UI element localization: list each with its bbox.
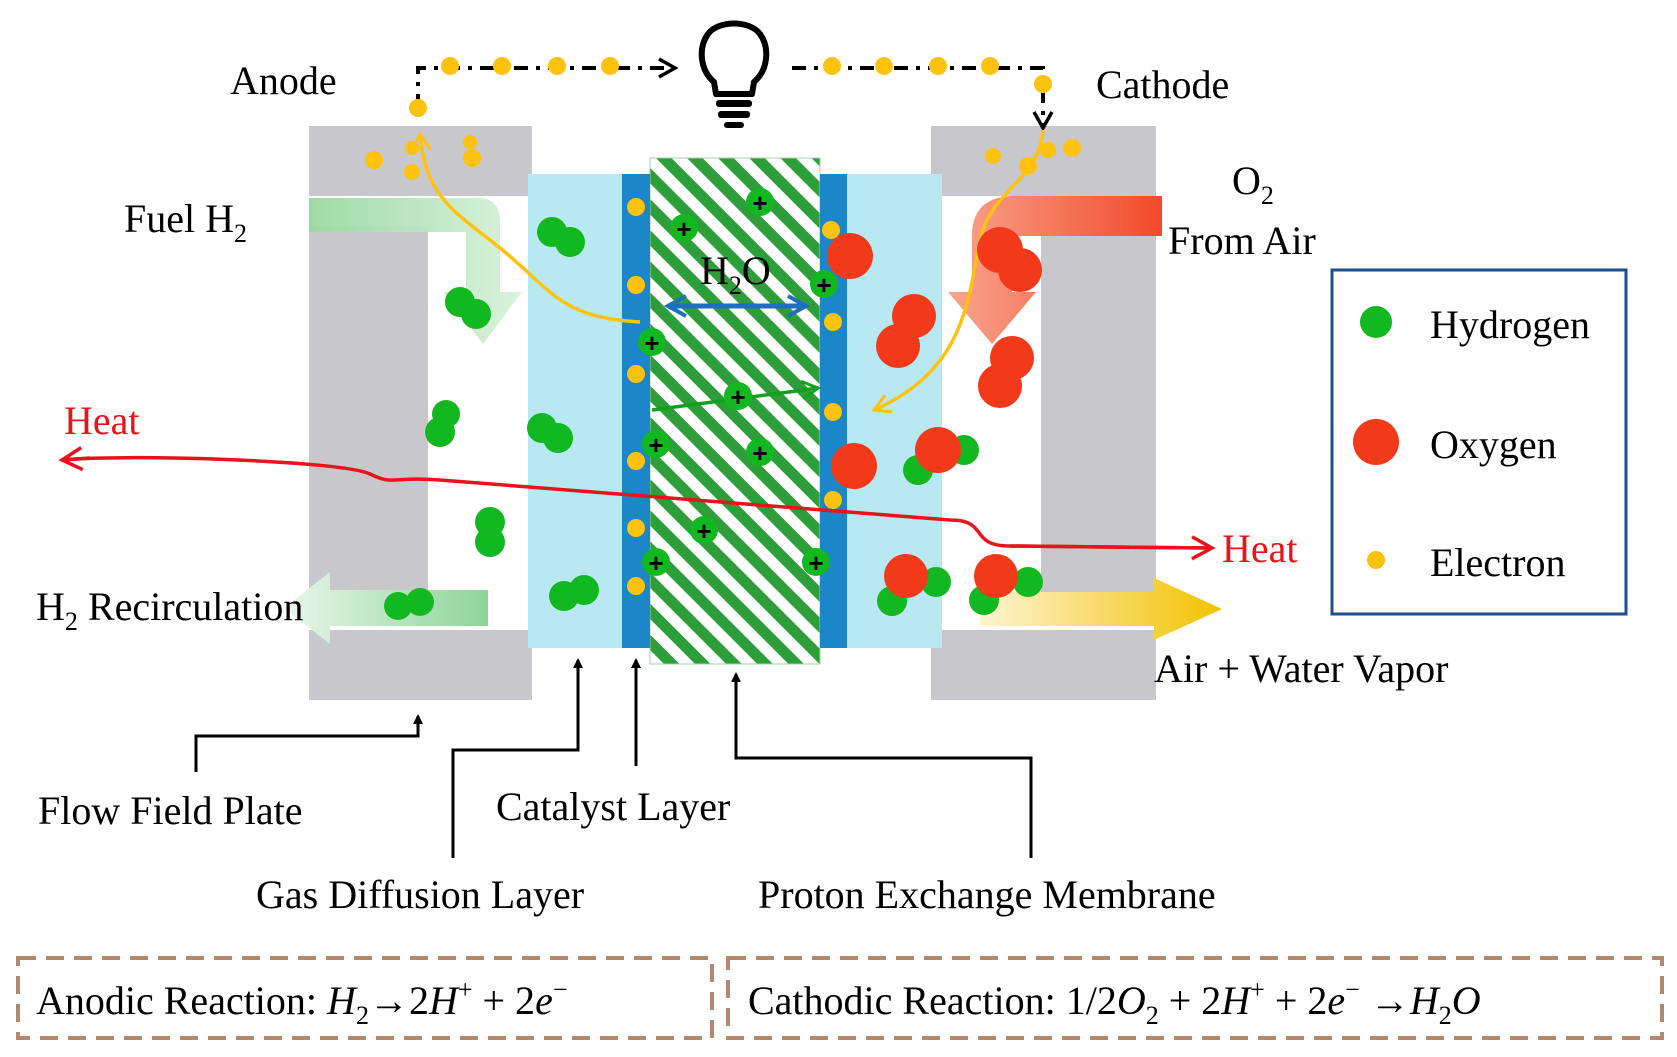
proton-sign: +	[752, 188, 767, 218]
legend-hydrogen: Hydrogen	[1430, 302, 1590, 347]
lightbulb-icon	[698, 20, 770, 128]
anode-label: Anode	[230, 58, 337, 103]
catalyst-layer-label: Catalyst Layer	[496, 784, 730, 829]
legend-electron: Electron	[1430, 540, 1566, 585]
electron-particles	[365, 135, 1081, 595]
external-circuit	[409, 57, 1054, 132]
hydrogen-legend-icon	[1360, 306, 1392, 338]
proton-sign: +	[730, 382, 745, 412]
flow-field-plate-label: Flow Field Plate	[38, 788, 302, 833]
legend-oxygen: Oxygen	[1430, 422, 1557, 467]
air-water-vapor-label: Air + Water Vapor	[1154, 646, 1448, 691]
anode-catalyst-layer	[622, 174, 650, 648]
proton-sign: +	[644, 328, 659, 358]
proton-sign: +	[648, 430, 663, 460]
cathode-label: Cathode	[1096, 62, 1229, 107]
h2o-label: H2O	[700, 248, 771, 300]
o2-label: O2	[1232, 158, 1274, 210]
proton-sign: +	[648, 548, 663, 578]
proton-sign: +	[752, 438, 767, 468]
h2-recirculation-label: H2 Recirculation	[36, 584, 303, 636]
from-air-label: From Air	[1168, 218, 1316, 263]
fuel-h2-label: Fuel H2	[124, 196, 247, 248]
anodic-reaction-box: Anodic Reaction: H2→2H+ + 2e−	[16, 956, 714, 1040]
hydrogen-molecules	[384, 217, 1043, 620]
oxygen-molecules	[827, 227, 1042, 598]
air-water-outlet-arrow	[980, 578, 1222, 640]
legend: Hydrogen Oxygen Electron	[1330, 268, 1628, 616]
cathodic-reaction-box: Cathodic Reaction: 1/2O2 + 2H+ + 2e− →H2…	[726, 956, 1664, 1040]
heat-right-label: Heat	[1222, 526, 1298, 571]
gas-diffusion-layer-label: Gas Diffusion Layer	[256, 872, 584, 917]
proton-sign: +	[696, 516, 711, 546]
anodic-reaction-text: Anodic Reaction: H2→2H+ + 2e−	[36, 975, 568, 1030]
proton-sign: +	[808, 548, 823, 578]
heat-left-label: Heat	[64, 398, 140, 443]
proton-sign: +	[676, 214, 691, 244]
leader-lines	[194, 658, 1033, 858]
pem-label: Proton Exchange Membrane	[758, 872, 1216, 917]
proton-exchange-membrane	[649, 157, 821, 665]
proton-particles: + + + + + + + + + +	[638, 188, 838, 578]
proton-sign: +	[816, 270, 831, 300]
electron-legend-icon	[1367, 551, 1385, 569]
cathodic-reaction-text: Cathodic Reaction: 1/2O2 + 2H+ + 2e− →H2…	[748, 975, 1481, 1030]
oxygen-legend-icon	[1353, 419, 1399, 465]
heat-flow-line	[58, 446, 1216, 561]
